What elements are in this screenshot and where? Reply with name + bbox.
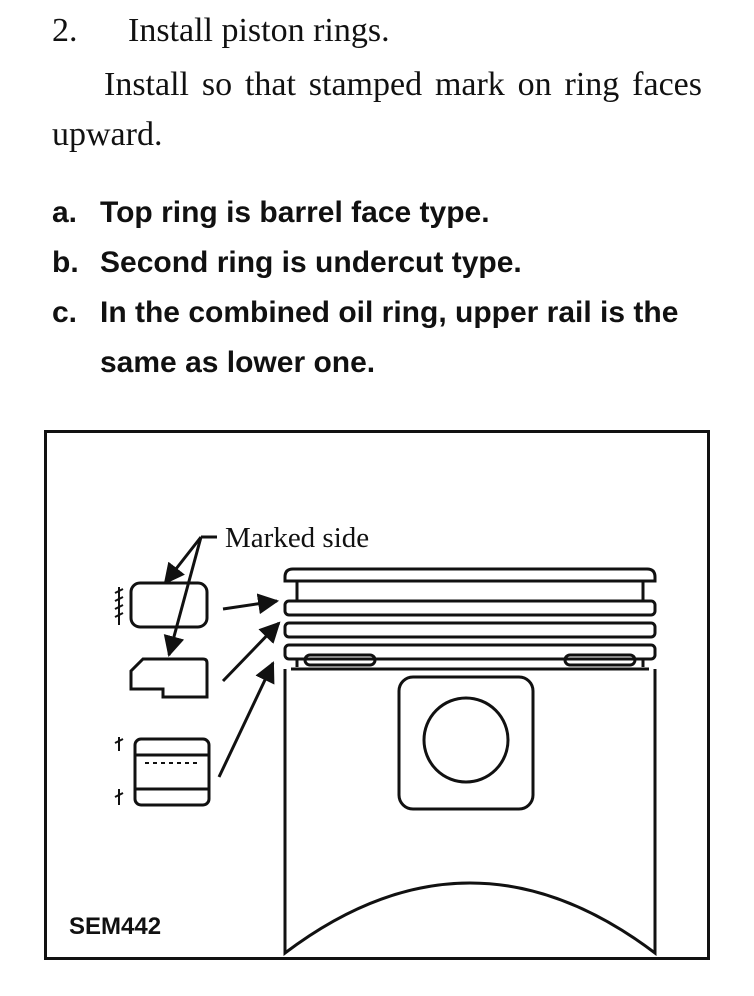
note-item-b: b. Second ring is undercut type. [52, 238, 702, 288]
ring-groove-oil [283, 643, 657, 661]
oil-ring-section [133, 737, 211, 807]
note-marker: a. [52, 196, 78, 229]
piston-ring-figure: Marked side SEM442 [44, 430, 710, 960]
piston-skirt [283, 669, 657, 957]
note-item-c: c. In the combined oil ring, upper rail … [52, 288, 702, 388]
ring-groove-second [283, 621, 657, 639]
step-instruction: Install so that stamped mark on ring fac… [52, 66, 702, 153]
oil-slot-left [303, 653, 377, 667]
note-text: Top ring is barrel face type. [100, 196, 490, 229]
marked-side-label: Marked side [225, 522, 370, 554]
note-marker: c. [52, 296, 78, 329]
second-ring-section [129, 657, 209, 699]
figure-id: SEM442 [69, 913, 162, 940]
note-item-a: a. Top ring is barrel face type. [52, 188, 702, 238]
note-text: In the combined oil ring, upper rail is … [100, 296, 679, 379]
note-marker: b. [52, 246, 79, 279]
oil-slot-right [563, 653, 637, 667]
ring-notes-list: a. Top ring is barrel face type. b. Seco… [52, 188, 702, 388]
cylinder-wall-hatching [114, 587, 124, 805]
piston-ring-diagram [114, 535, 657, 957]
note-text: Second ring is undercut type. [100, 246, 522, 279]
step-title: Install piston rings. [128, 12, 390, 49]
piston-crown [283, 567, 657, 583]
piston-pin-hole [422, 696, 510, 784]
piston-drawing [283, 567, 657, 957]
ring-sections [129, 581, 211, 807]
step-number: 2. [52, 12, 78, 49]
top-ring-section [129, 581, 209, 629]
callout-leaders [163, 535, 281, 778]
pin-boss [397, 675, 535, 811]
ring-groove-top [283, 599, 657, 617]
step-heading: 2. Install piston rings. [52, 8, 390, 54]
